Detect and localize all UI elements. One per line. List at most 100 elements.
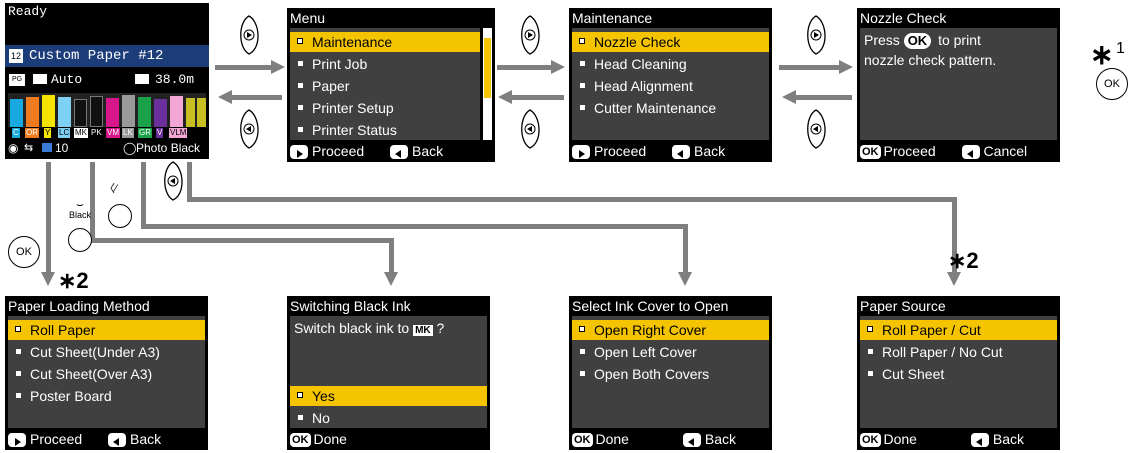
line-cover-horiz [141, 224, 688, 229]
paper-loading-item-cut-under[interactable]: Cut Sheet(Under A3) [8, 342, 205, 362]
arrowhead-left [498, 90, 512, 104]
paper-loading-title: Paper Loading Method [8, 298, 150, 314]
line-black-vert [90, 162, 95, 240]
left-button-icon [521, 109, 540, 149]
arrow-nozzle-to-maint [796, 95, 852, 100]
ink-bar-mb1 [186, 98, 195, 127]
status-screen: Ready 12 Custom Paper #12 PG Auto 38.0m … [5, 3, 209, 159]
cover-open-icon: 〈∕ [104, 183, 117, 195]
switch-black-no[interactable]: No [290, 408, 487, 428]
paper-loading-item-cut-over[interactable]: Cut Sheet(Over A3) [8, 364, 205, 384]
maintenance-item-head-cleaning[interactable]: Head Cleaning [572, 54, 769, 74]
left-key-icon [961, 145, 980, 160]
switch-black-yes[interactable]: Yes [290, 386, 487, 406]
pg-icon: PG [9, 74, 25, 86]
maintenance-footer: Proceed Back [569, 140, 772, 162]
line-black-down [389, 238, 394, 274]
paper-loading-item-roll[interactable]: Roll Paper [8, 320, 205, 340]
ok-key-icon: OK [860, 433, 881, 448]
maintenance-title: Maintenance [572, 10, 653, 26]
line-source-vert [187, 162, 192, 202]
ok-key-icon: OK [860, 145, 881, 160]
right-key-icon [572, 145, 590, 160]
ink-bar-v [154, 99, 167, 127]
right-button-icon [807, 15, 826, 55]
paper-loading-list: Roll Paper Cut Sheet(Under A3) Cut Sheet… [8, 316, 205, 428]
ink-cover-title: Select Ink Cover to Open [572, 298, 729, 314]
menu-item-printer-status[interactable]: Printer Status [290, 120, 480, 140]
paper-source-list: Roll Paper / Cut Roll Paper / No Cut Cut… [860, 316, 1057, 428]
ink-cover-item-left[interactable]: Open Left Cover [572, 342, 769, 362]
status-footer: ◉ ⇆ 10 ◯ Photo Black [8, 141, 206, 157]
right-key-icon [290, 145, 308, 160]
black-key-label: ⌣ Black [68, 197, 91, 220]
scrollbar[interactable] [483, 28, 492, 140]
ink-cover-item-right[interactable]: Open Right Cover [572, 320, 769, 340]
paper-source-item-roll-cut[interactable]: Roll Paper / Cut [860, 320, 1057, 340]
line-source-down [952, 197, 957, 274]
arrow-status-to-menu [215, 65, 273, 70]
auto-row: PG Auto 38.0m [9, 72, 205, 89]
paper-loading-footer: Proceed Back [5, 428, 208, 450]
left-button-icon [240, 109, 259, 149]
ink-bar-vm [106, 98, 119, 127]
maintenance-item-nozzle-check[interactable]: Nozzle Check [572, 32, 769, 52]
line-cover-vert [141, 162, 146, 228]
arrow-to-paper-loading [46, 162, 51, 272]
maintenance-box-icon: ◉ [8, 141, 19, 155]
maintenance-screen: Maintenance Nozzle Check Head Cleaning H… [569, 8, 772, 162]
arrow-maint-to-nozzle [779, 65, 841, 70]
paper-source-item-roll-nocut[interactable]: Roll Paper / No Cut [860, 342, 1057, 362]
arrowhead-right [839, 60, 853, 74]
paper-icon [33, 74, 47, 84]
arrow-maint-to-menu [512, 95, 564, 100]
menu-item-maintenance[interactable]: Maintenance [290, 32, 480, 52]
count-icon [42, 143, 52, 152]
ink-bar-lk [122, 95, 135, 127]
arrowhead-right [551, 60, 565, 74]
right-button-icon [240, 15, 259, 55]
left-key-icon [672, 145, 691, 160]
auto-label: Auto [51, 72, 83, 87]
right-key-icon [8, 433, 26, 448]
left-button-icon [164, 161, 183, 201]
line-cover-down [683, 224, 688, 274]
menu-item-paper[interactable]: Paper [290, 76, 480, 96]
note-star-1: ∗ [1090, 39, 1114, 70]
arrowhead-left [782, 90, 796, 104]
ink-cover-item-both[interactable]: Open Both Covers [572, 364, 769, 384]
switch-black-body: Switch black ink to MK ? Yes No [290, 316, 487, 428]
ink-bar-lc [58, 97, 71, 127]
black-button-icon [68, 228, 92, 252]
switch-black-title: Switching Black Ink [290, 298, 411, 314]
roll-icon [135, 74, 149, 84]
ink-bar-gr [138, 97, 151, 127]
arrow-menu-to-maint [497, 65, 553, 70]
black-ink-label: Photo Black [136, 141, 201, 155]
menu-item-print-job[interactable]: Print Job [290, 54, 480, 74]
scrollbar-thumb[interactable] [484, 38, 491, 98]
ok-key-icon: OK [903, 33, 932, 50]
paper-source-title: Paper Source [860, 298, 946, 314]
paper-source-screen: Paper Source Roll Paper / Cut Roll Paper… [857, 296, 1060, 450]
maintenance-item-head-alignment[interactable]: Head Alignment [572, 76, 769, 96]
paper-loading-item-poster[interactable]: Poster Board [8, 386, 205, 406]
line-black-horiz [90, 238, 394, 243]
switch-black-screen: Switching Black Ink Switch black ink to … [287, 296, 490, 450]
line-source-horiz [187, 197, 957, 202]
paper-source-item-cut-sheet[interactable]: Cut Sheet [860, 364, 1057, 384]
menu-footer: Proceed Back [287, 140, 490, 162]
length-label: 38.0m [155, 72, 195, 87]
maintenance-item-cutter[interactable]: Cutter Maintenance [572, 98, 769, 118]
ink-bar-y [42, 95, 55, 127]
menu-screen: Menu Maintenance Print Job Paper Printer… [287, 8, 495, 162]
ink-bar-c [10, 99, 23, 127]
menu-item-printer-setup[interactable]: Printer Setup [290, 98, 480, 118]
left-key-icon [390, 145, 409, 160]
ok-button-icon: OK [8, 236, 40, 268]
ink-bar-mb2 [197, 98, 206, 127]
